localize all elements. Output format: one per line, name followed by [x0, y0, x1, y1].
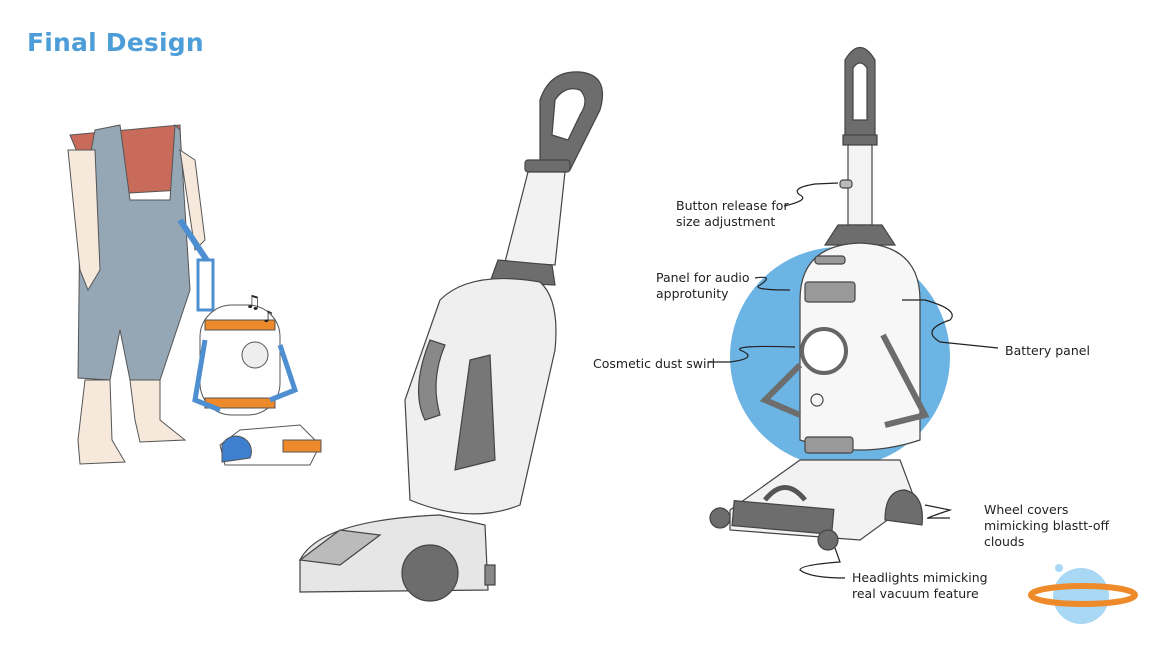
- annotation-button-release: Button release for size adjustment: [676, 198, 789, 229]
- svg-text:♪: ♪: [263, 307, 273, 326]
- side-view-vacuum-illustration: [298, 71, 604, 602]
- front-view-vacuum-illustration: [709, 46, 930, 551]
- slide-title: Final Design: [27, 28, 204, 57]
- planet-logo-icon: [1028, 564, 1138, 624]
- annotation-audio-panel: Panel for audio approtunity: [656, 270, 750, 301]
- annotation-wheel-covers: Wheel covers mimicking blastt-off clouds: [984, 502, 1110, 549]
- annotation-battery-panel: Battery panel: [1005, 343, 1090, 358]
- annotation-headlights: Headlights mimicking real vacuum feature: [852, 570, 988, 601]
- annotation-leader-lines: [709, 182, 999, 579]
- annotation-dust-swirl: Cosmetic dust swirl: [593, 356, 716, 371]
- child-with-vacuum-illustration: ♫ ♪: [67, 123, 322, 466]
- svg-text:♫: ♫: [245, 292, 261, 313]
